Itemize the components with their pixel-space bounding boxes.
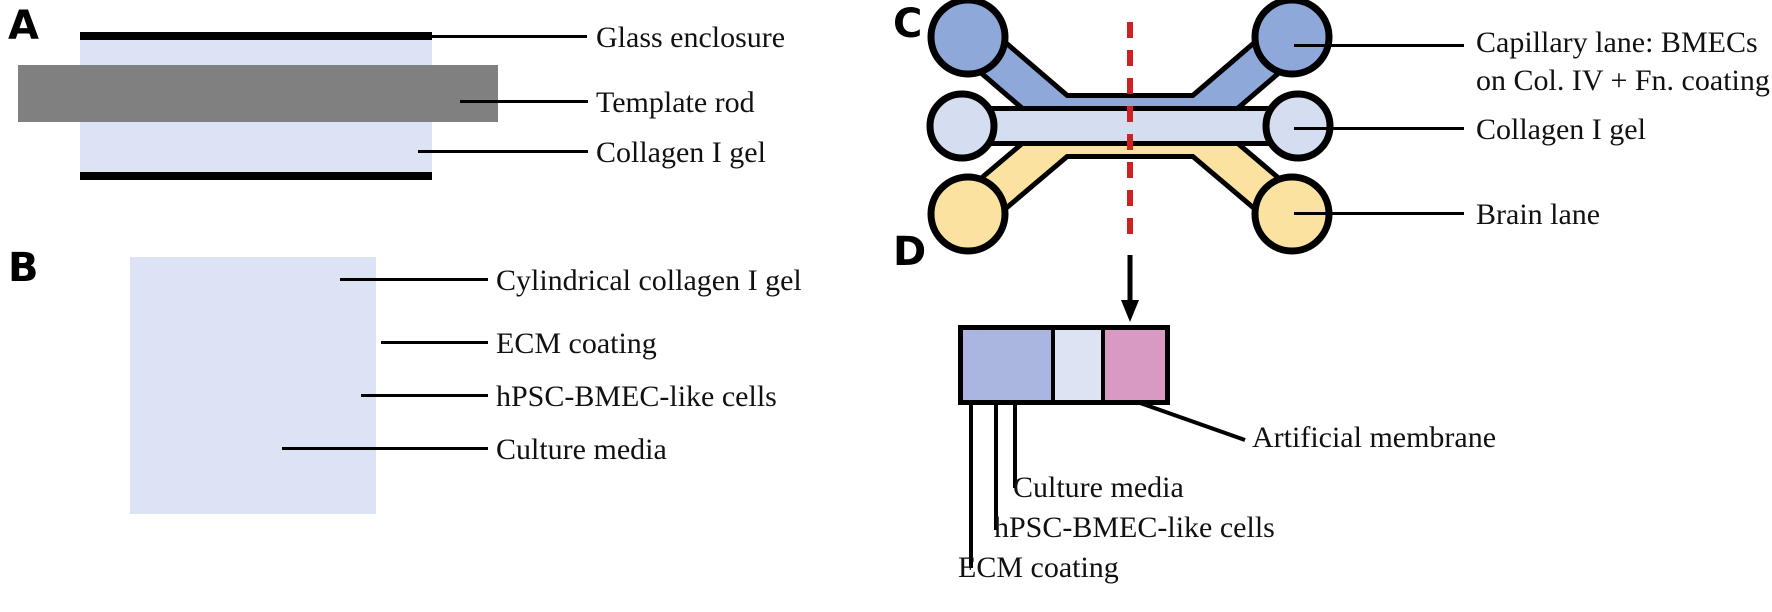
panel-d-collagen-compartment — [1055, 330, 1105, 400]
panel-b-label-culture-media: Culture media — [496, 433, 667, 466]
panel-d-label-ecm-coating: ECM coating — [958, 551, 1119, 584]
panel-c-chip — [926, 0, 1334, 255]
panel-a-leader-gel — [418, 150, 588, 153]
panel-c-label-capillary-lane-line2: on Col. IV + Fn. coating — [1476, 64, 1770, 97]
panel-a-label-template-rod: Template rod — [596, 86, 755, 119]
panel-c-leader-capillary — [1294, 44, 1464, 47]
panel-b-leader-media — [282, 447, 488, 450]
panel-d-letter: D — [893, 229, 926, 275]
panel-b-leader-ecm — [381, 341, 488, 344]
panel-b-label-ecm-coating: ECM coating — [496, 327, 657, 360]
panel-b-label-cylindrical-gel: Cylindrical collagen I gel — [496, 264, 802, 297]
panel-a-letter: A — [8, 3, 39, 49]
panel-c-label-brain-lane: Brain lane — [1476, 198, 1601, 231]
panel-c-label-capillary-lane-line1: Capillary lane: BMECs — [1476, 26, 1758, 59]
panel-b-label-hpsc-bmec-cells: hPSC-BMEC-like cells — [496, 380, 777, 413]
panel-b-letter: B — [8, 245, 39, 291]
panel-a-glass-top — [80, 32, 432, 40]
panel-c-label-collagen-gel: Collagen I gel — [1476, 113, 1646, 146]
panel-b-leader-gel — [340, 278, 488, 281]
panel-d-artificial-membrane-compartment — [1105, 330, 1165, 400]
panel-b-gel-square — [130, 257, 376, 514]
panel-a-label-collagen-gel: Collagen I gel — [596, 136, 766, 169]
panel-a-glass-bottom — [80, 172, 432, 180]
panel-c-leader-brain — [1294, 212, 1464, 215]
panel-d-cross-section-box — [958, 325, 1170, 405]
panel-d-label-culture-media: Culture media — [1013, 471, 1184, 504]
panel-b-leader-cells — [361, 394, 488, 397]
down-arrow-icon — [1121, 255, 1139, 322]
panel-c-leader-collagen — [1294, 127, 1464, 130]
panel-a-leader-rod — [460, 100, 588, 103]
panel-a-leader-glass — [432, 35, 587, 38]
panel-c-letter: C — [893, 1, 922, 47]
panel-d-cell-compartment — [963, 330, 1055, 400]
panel-d-label-artificial-membrane: Artificial membrane — [1252, 421, 1497, 454]
panel-a-template-rod — [18, 65, 498, 122]
panel-a-label-glass-enclosure: Glass enclosure — [596, 21, 786, 54]
panel-d-label-hpsc-bmec-cells: hPSC-BMEC-like cells — [994, 511, 1275, 544]
